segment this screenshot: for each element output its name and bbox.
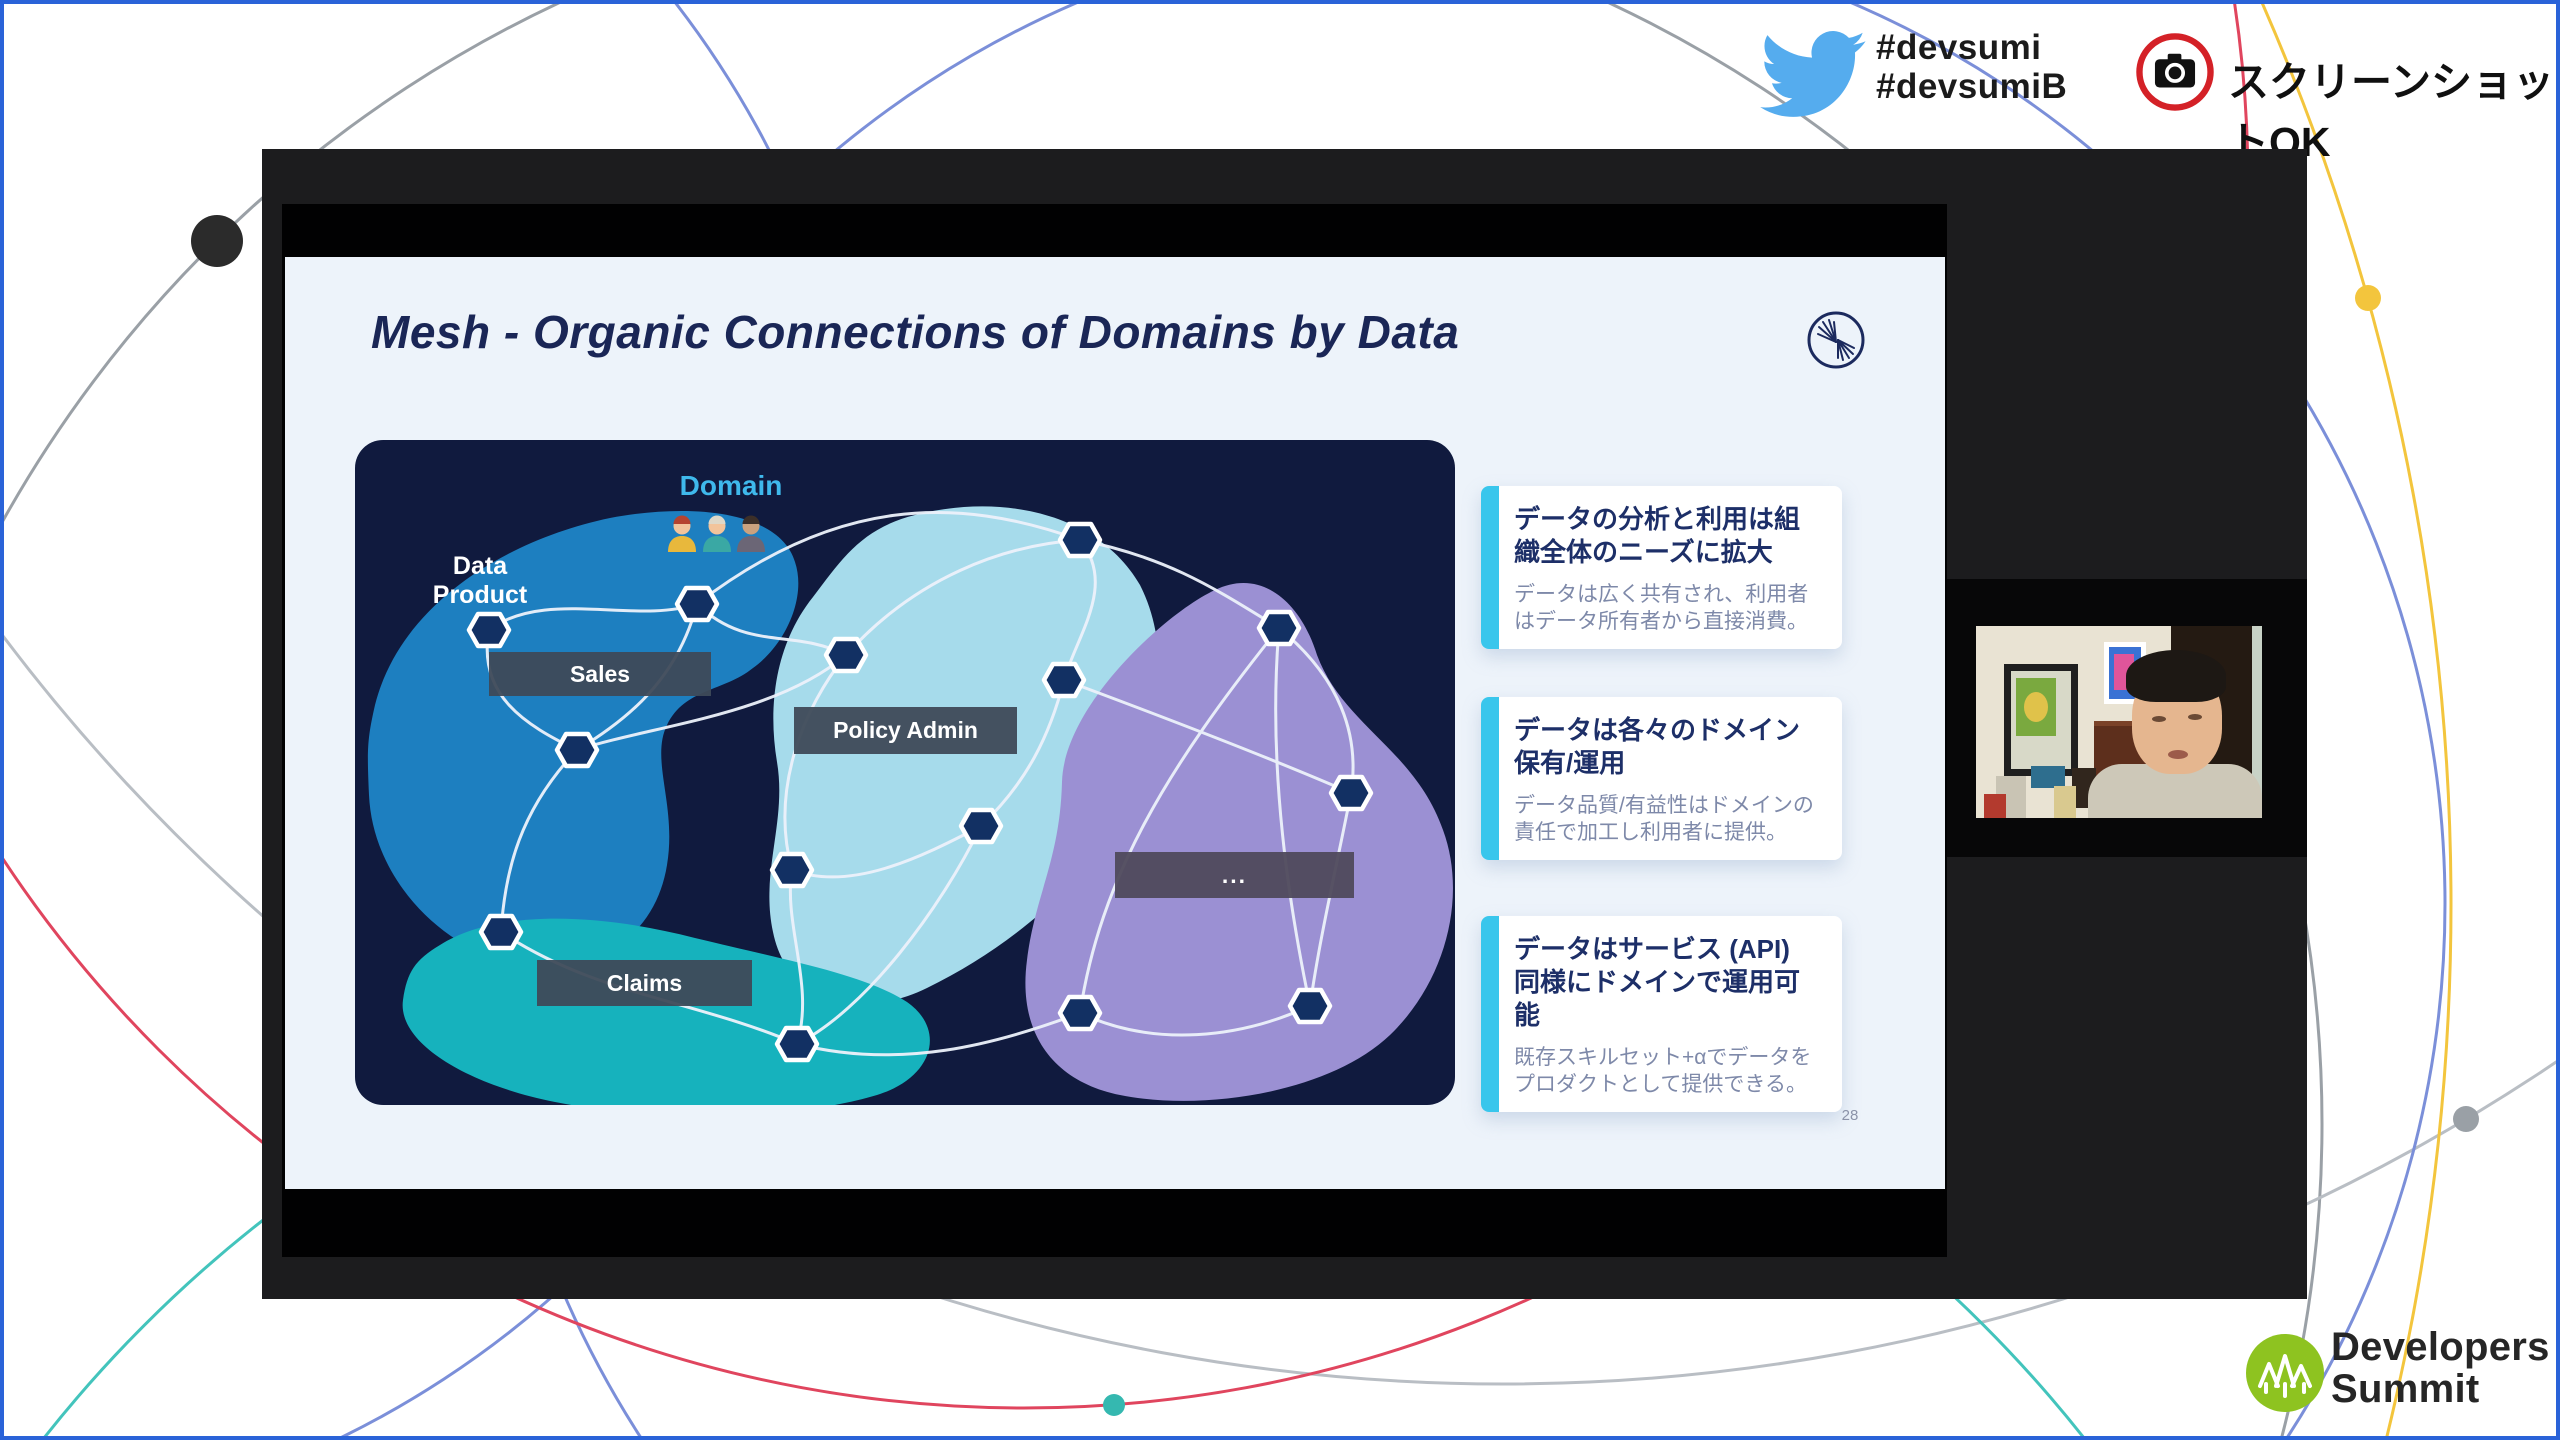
presentation-slide: Mesh - Organic Connections of Domains by…: [285, 257, 1945, 1189]
domain-team-icons: [668, 515, 765, 552]
sales-domain-tag: Sales: [489, 652, 711, 696]
other-domain-blob: [1025, 582, 1453, 1101]
callout-card-2: データは各々のドメイン保有/運用 データ品質/有益性はドメインの責任で加工し利用…: [1481, 697, 1842, 860]
hashtags: #devsumi #devsumiB: [1876, 28, 2067, 106]
presenter-eye: [2188, 714, 2202, 720]
orbit-dot-gray: [2453, 1106, 2479, 1132]
hashtag-devsumib: #devsumiB: [1876, 67, 2068, 106]
picture-art-2: [2024, 692, 2048, 722]
slide-page-number: 28: [1841, 1107, 1859, 1124]
callout-card-3: データはサービス (API) 同様にドメインで運用可能 既存スキルセット+αでデ…: [1481, 916, 1842, 1112]
hashtag-devsumi: #devsumi: [1876, 28, 2042, 67]
callout-title: データはサービス (API) 同様にドメインで運用可能: [1514, 934, 1801, 1030]
callout-accent-bar: [1481, 486, 1499, 649]
domain-label: Domain: [679, 470, 783, 501]
orbit-dot-teal: [1103, 1394, 1125, 1416]
orbit-dot-black: [191, 215, 243, 267]
callout-body: データ品質/有益性はドメインの責任で加工し利用者に提供。: [1514, 794, 1814, 844]
webcam-video: [1976, 626, 2262, 818]
presenter-webcam: [1947, 579, 2307, 857]
slide-video-letterbox: Mesh - Organic Connections of Domains by…: [282, 204, 1947, 1257]
orbit-gray-2: [4, 633, 2556, 1385]
callout-card-1: データの分析と利用は組織全体のニーズに拡大 データは広く共有され、利用者はデータ…: [1481, 486, 1842, 649]
policy-admin-domain-tag: Policy Admin: [794, 707, 1017, 754]
callout-body: 既存スキルセット+αでデータをプロダクトとして提供できる。: [1514, 1046, 1812, 1096]
other-domain-tag: ...: [1115, 852, 1354, 898]
mesh-diagram-panel: Domain Data Product Sales Policy Admin C…: [355, 440, 1455, 1105]
twitter-icon: [1760, 31, 1866, 117]
callout-title: データの分析と利用は組織全体のニーズに拡大: [1514, 504, 1801, 567]
callout-accent-bar: [1481, 916, 1499, 1112]
screenshot-ok-label: スクリーンショットOK: [2228, 59, 2554, 165]
orbit-dot-yellow: [2355, 285, 2381, 311]
slide-title: Mesh - Organic Connections of Domains by…: [371, 306, 1460, 358]
presenter-hair: [2126, 650, 2226, 702]
desk-clutter: [1984, 794, 2006, 818]
orbit-yellow: [2260, 4, 2452, 1436]
callout-body: データは広く共有され、利用者はデータ所有者から直接消費。: [1514, 583, 1809, 633]
camera-badge-icon: [2136, 33, 2214, 111]
developers-summit-wordmark: Developers Summit: [2331, 1325, 2550, 1411]
data-product-label: Data Product: [432, 552, 528, 609]
wardrobe-edge: [2252, 626, 2262, 818]
presenter-eye: [2152, 716, 2166, 722]
claims-domain-tag: Claims: [537, 960, 752, 1006]
desk-clutter: [2054, 786, 2076, 818]
callout-accent-bar: [1481, 697, 1499, 860]
desk-clutter: [2031, 766, 2065, 788]
callout-title: データは各々のドメイン保有/運用: [1514, 715, 1801, 778]
developers-summit-logo-icon: [2246, 1334, 2324, 1412]
mesh-diagram-graphic: [367, 506, 1453, 1105]
presenter-mouth: [2168, 750, 2188, 759]
orbit-gray: [4, 4, 2324, 1436]
stream-stage: Mesh - Organic Connections of Domains by…: [262, 149, 2307, 1299]
company-logo-icon: [1807, 311, 1865, 369]
